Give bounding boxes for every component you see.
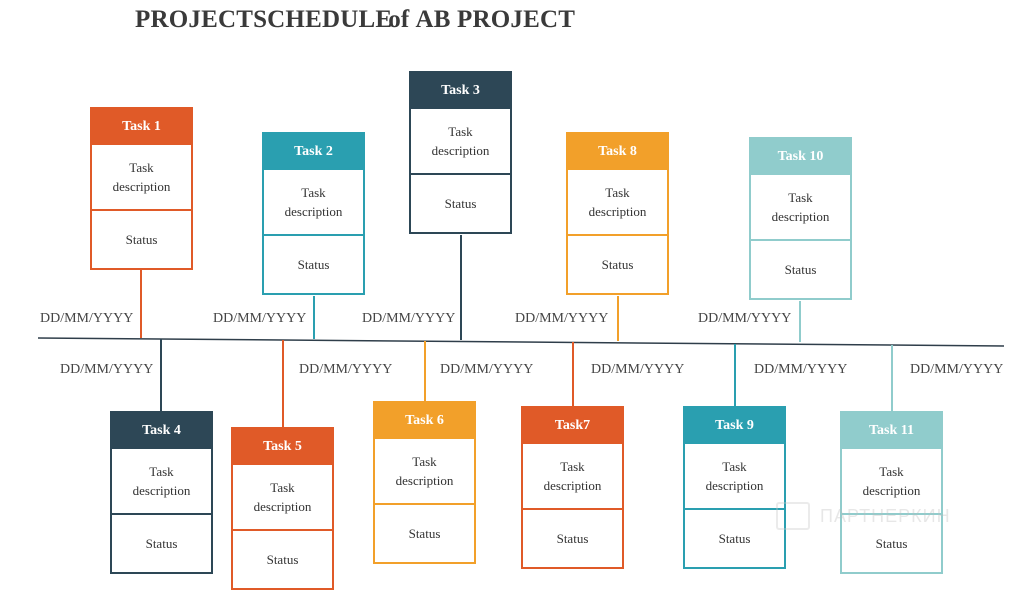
- task-8-status: Status: [568, 234, 667, 293]
- task-7-header: Task7: [523, 408, 622, 444]
- task-9-header: Task 9: [685, 408, 784, 444]
- task-1-header: Task 1: [92, 109, 191, 145]
- date-task-1: DD/MM/YYYY: [40, 311, 134, 326]
- task-6-header: Task 6: [375, 403, 474, 439]
- task-8-header: Task 8: [568, 134, 667, 170]
- title-part-1: PROJECTSCHEDULE: [135, 6, 393, 33]
- watermark: ПАРТНЕРКИН: [776, 502, 951, 530]
- task-4-header: Task 4: [112, 413, 211, 449]
- task-3-status: Status: [411, 173, 510, 232]
- task-4-status: Status: [112, 513, 211, 572]
- task-10-status: Status: [751, 239, 850, 298]
- date-task-7: DD/MM/YYYY: [591, 362, 685, 377]
- date-task-6: DD/MM/YYYY: [440, 362, 534, 377]
- task-11-status: Status: [842, 513, 941, 572]
- chat-bubble-icon: [776, 502, 810, 530]
- date-task-4: DD/MM/YYYY: [60, 362, 154, 377]
- task-6-status: Status: [375, 503, 474, 562]
- timeline-axis: [37, 337, 1005, 347]
- title-part-3: AB PROJECT: [415, 6, 576, 33]
- task-2-header: Task 2: [264, 134, 363, 170]
- date-task-5: DD/MM/YYYY: [299, 362, 393, 377]
- date-task-11: DD/MM/YYYY: [910, 362, 1004, 377]
- date-task-9: DD/MM/YYYY: [754, 362, 848, 377]
- date-task-10: DD/MM/YYYY: [698, 311, 792, 326]
- date-task-3: DD/MM/YYYY: [362, 311, 456, 326]
- task-9-status: Status: [685, 508, 784, 567]
- title-part-2: of: [388, 6, 410, 33]
- task-5-status: Status: [233, 529, 332, 588]
- task-5-header: Task 5: [233, 429, 332, 465]
- date-task-8: DD/MM/YYYY: [515, 311, 609, 326]
- task-2-status: Status: [264, 234, 363, 293]
- task-7-status: Status: [523, 508, 622, 567]
- task-3-header: Task 3: [411, 73, 510, 109]
- watermark-text: ПАРТНЕРКИН: [820, 505, 951, 526]
- task-1-status: Status: [92, 209, 191, 268]
- date-task-2: DD/MM/YYYY: [213, 311, 307, 326]
- task-11-header: Task 11: [842, 413, 941, 449]
- task-10-header: Task 10: [751, 139, 850, 175]
